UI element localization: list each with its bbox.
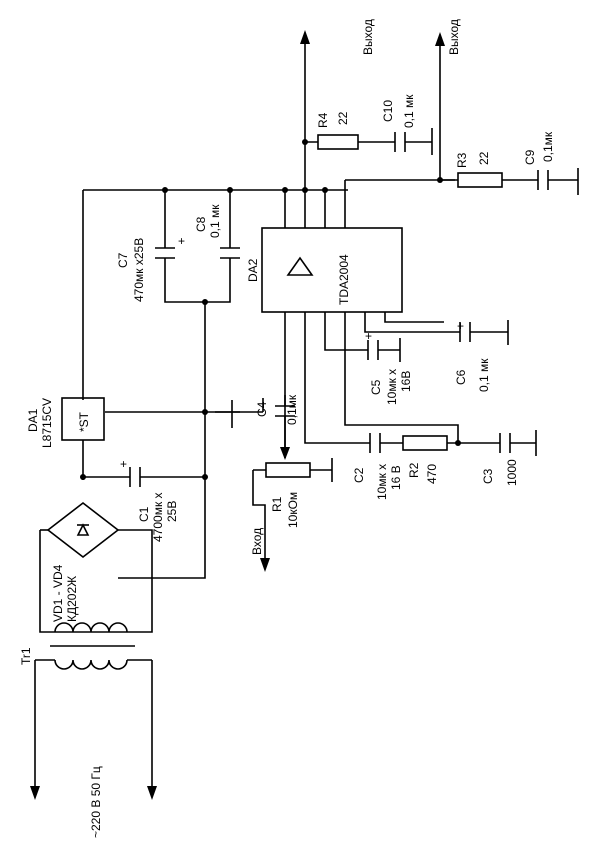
c10-val-label: 0,1 мк: [402, 94, 416, 128]
c9-val-label: 0,1мк: [541, 131, 555, 162]
c4-ref-label: C4: [255, 401, 269, 417]
junction-dots: [80, 139, 461, 480]
r4-ref-label: R4: [316, 112, 330, 128]
potentiometer-r1: [265, 462, 311, 478]
capacitor-c8: [220, 247, 240, 259]
c9-ref-label: C9: [523, 149, 537, 165]
svg-text:+: +: [365, 329, 372, 343]
da1-pin-label: *ST: [77, 411, 91, 432]
c3-ref-label: C3: [481, 468, 495, 484]
c10-ref-label: C10: [381, 100, 395, 122]
tr1-label: Tr1: [19, 647, 33, 665]
c5-val2-label: 16В: [399, 371, 413, 392]
c2-ref-label: C2: [352, 467, 366, 483]
r2-val-label: 470: [425, 464, 439, 484]
da2-chip: [261, 227, 403, 313]
c3-val-label: 1000: [505, 459, 519, 486]
resistor-r2: [402, 435, 448, 451]
da2-ref-label: DA2: [246, 258, 260, 282]
wiring: [34, 40, 579, 793]
c6-ref-label: C6: [454, 369, 468, 385]
c2-val2-label: 16 В: [389, 465, 403, 490]
capacitor-c2: [369, 433, 381, 453]
r3-val-label: 22: [477, 151, 491, 165]
diode-bridge: [46, 501, 120, 559]
output-arrows: [30, 30, 445, 800]
r3-ref-label: R3: [455, 152, 469, 168]
da1-ref-label: DA1: [26, 408, 40, 432]
polarity-marks: + + + +: [120, 234, 464, 471]
da1-type-label: L8715CV: [40, 398, 54, 448]
c5-val1-label: 10мк x: [385, 369, 399, 405]
resistor-r4: [317, 134, 359, 150]
svg-text:+: +: [120, 457, 127, 471]
r1-val-label: 10кОм: [286, 492, 300, 528]
c1-ref-label: C1: [137, 506, 151, 522]
c7-ref-label: C7: [116, 252, 130, 268]
resistor-r3: [457, 172, 503, 188]
mains-label: ~220 В 50 Гц: [89, 766, 103, 838]
labels: Выход Выход Вход ~220 В 50 Гц Tr1 VD1 - …: [19, 19, 555, 838]
c4-val-label: 0,1мк: [285, 394, 299, 425]
output-label-right: Выход: [447, 19, 461, 55]
r1-ref-label: R1: [270, 496, 284, 512]
capacitor-c6: [459, 322, 471, 342]
c8-val-label: 0,1 мк: [208, 204, 222, 238]
c5-ref-label: C5: [369, 379, 383, 395]
input-label: Вход: [250, 528, 264, 555]
capacitor-c4: [275, 405, 295, 417]
output-label-left: Выход: [361, 19, 375, 55]
r4-val-label: 22: [336, 111, 350, 125]
capacitor-c7: [155, 247, 175, 259]
c2-val1-label: 10мк x: [375, 464, 389, 500]
bridge-type-label: КД202Ж: [65, 576, 79, 622]
transformer-tr1: [35, 622, 152, 670]
c6-val-label: 0,1 мк: [477, 358, 491, 392]
r2-ref-label: R2: [407, 462, 421, 478]
capacitor-c10: [394, 132, 406, 152]
c7-val-label: 470мк x25В: [132, 238, 146, 302]
amplifier-triangle-icon: [286, 256, 314, 276]
capacitor-c5: [367, 340, 379, 360]
svg-text:+: +: [457, 319, 464, 333]
capacitor-c3: [499, 433, 511, 453]
c8-ref-label: C8: [194, 216, 208, 232]
da2-type-label: TDA2004: [337, 254, 351, 305]
capacitor-c9: [537, 170, 549, 190]
c1-val2-label: 25В: [165, 501, 179, 522]
svg-text:+: +: [178, 234, 185, 248]
c1-val1-label: 4700мк x: [151, 492, 165, 542]
da1-regulator: [61, 397, 105, 441]
capacitor-c1: [129, 467, 141, 487]
bridge-ref-label: VD1 - VD4: [51, 564, 65, 622]
